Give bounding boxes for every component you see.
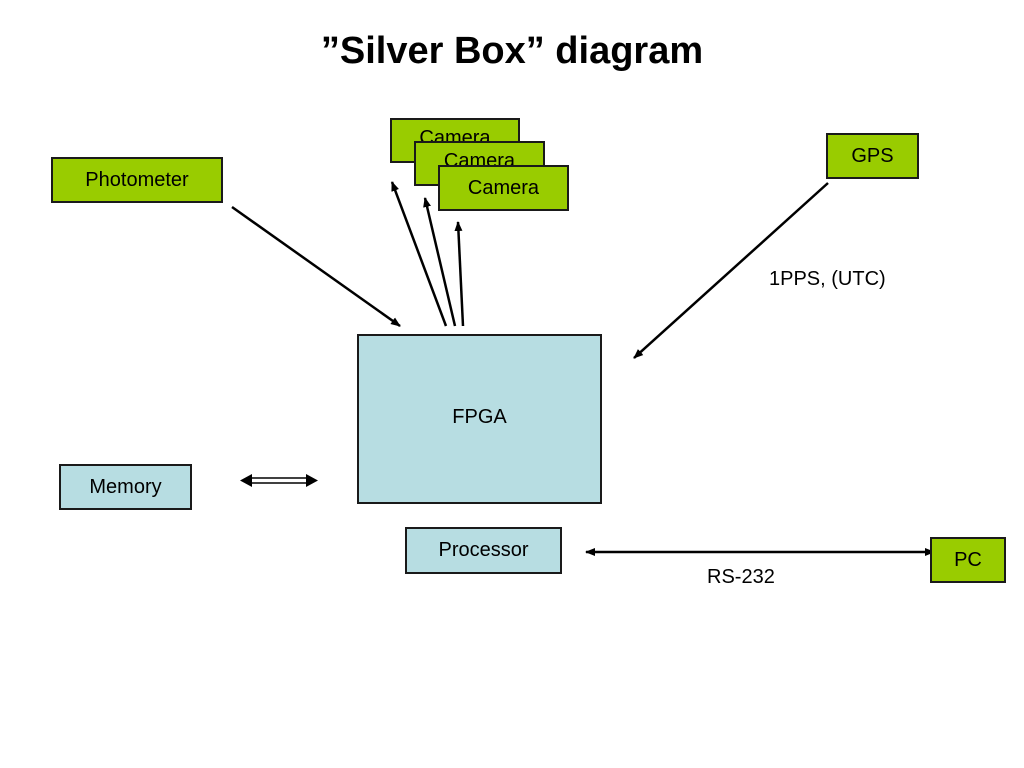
gps-to-fpga-arrow bbox=[633, 182, 829, 359]
fpga-box: FPGA bbox=[357, 334, 602, 504]
gps-box: GPS bbox=[826, 133, 919, 179]
processor-label: Processor bbox=[438, 539, 529, 561]
gps-label: GPS bbox=[851, 144, 894, 167]
pc-label: PC bbox=[954, 548, 982, 571]
fpga-to-camera-1-arrow bbox=[390, 181, 448, 327]
camera-3-label: Camera bbox=[467, 176, 540, 199]
processor-box: Processor bbox=[405, 527, 562, 574]
fpga-to-camera-2-arrow bbox=[423, 197, 457, 327]
gps-link-label: 1PPS, (UTC) bbox=[769, 268, 886, 290]
memory-box: Memory bbox=[59, 464, 192, 510]
photometer-label: Photometer bbox=[85, 168, 189, 191]
photometer-to-fpga-arrow bbox=[231, 205, 401, 328]
memory-fpga-double-arrow bbox=[240, 474, 318, 487]
memory-label: Memory bbox=[89, 475, 162, 498]
pc-link-label: RS-232 bbox=[707, 566, 775, 588]
fpga-label: FPGA bbox=[452, 405, 507, 428]
pc-box: PC bbox=[930, 537, 1006, 583]
diagram-title: ”Silver Box” diagram bbox=[320, 30, 704, 72]
photometer-box: Photometer bbox=[51, 157, 223, 203]
fpga-to-camera-3-arrow bbox=[454, 221, 465, 327]
camera-box-3: Camera bbox=[438, 165, 569, 211]
